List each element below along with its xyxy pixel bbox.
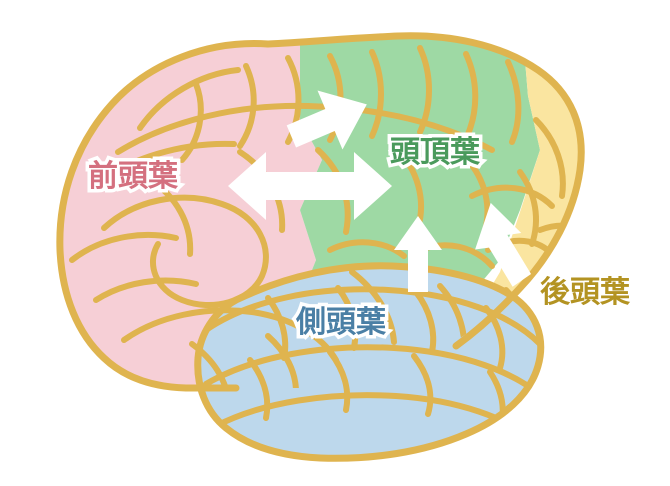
lobe-label-occipital: 後頭葉 xyxy=(537,274,634,311)
arrow-frontal-parietal-bidirectional xyxy=(228,152,392,220)
lobe-label-frontal: 前頭葉 xyxy=(85,158,182,195)
arrow-occipital-to-parietal xyxy=(475,202,532,287)
lobe-label-parietal: 頭頂葉 xyxy=(387,134,484,171)
arrow-group xyxy=(228,90,532,292)
arrow-temporal-to-parietal xyxy=(394,216,442,292)
arrow-frontal-to-parietal-diagonal xyxy=(286,90,367,150)
lobe-label-temporal: 側頭葉 xyxy=(293,304,390,341)
